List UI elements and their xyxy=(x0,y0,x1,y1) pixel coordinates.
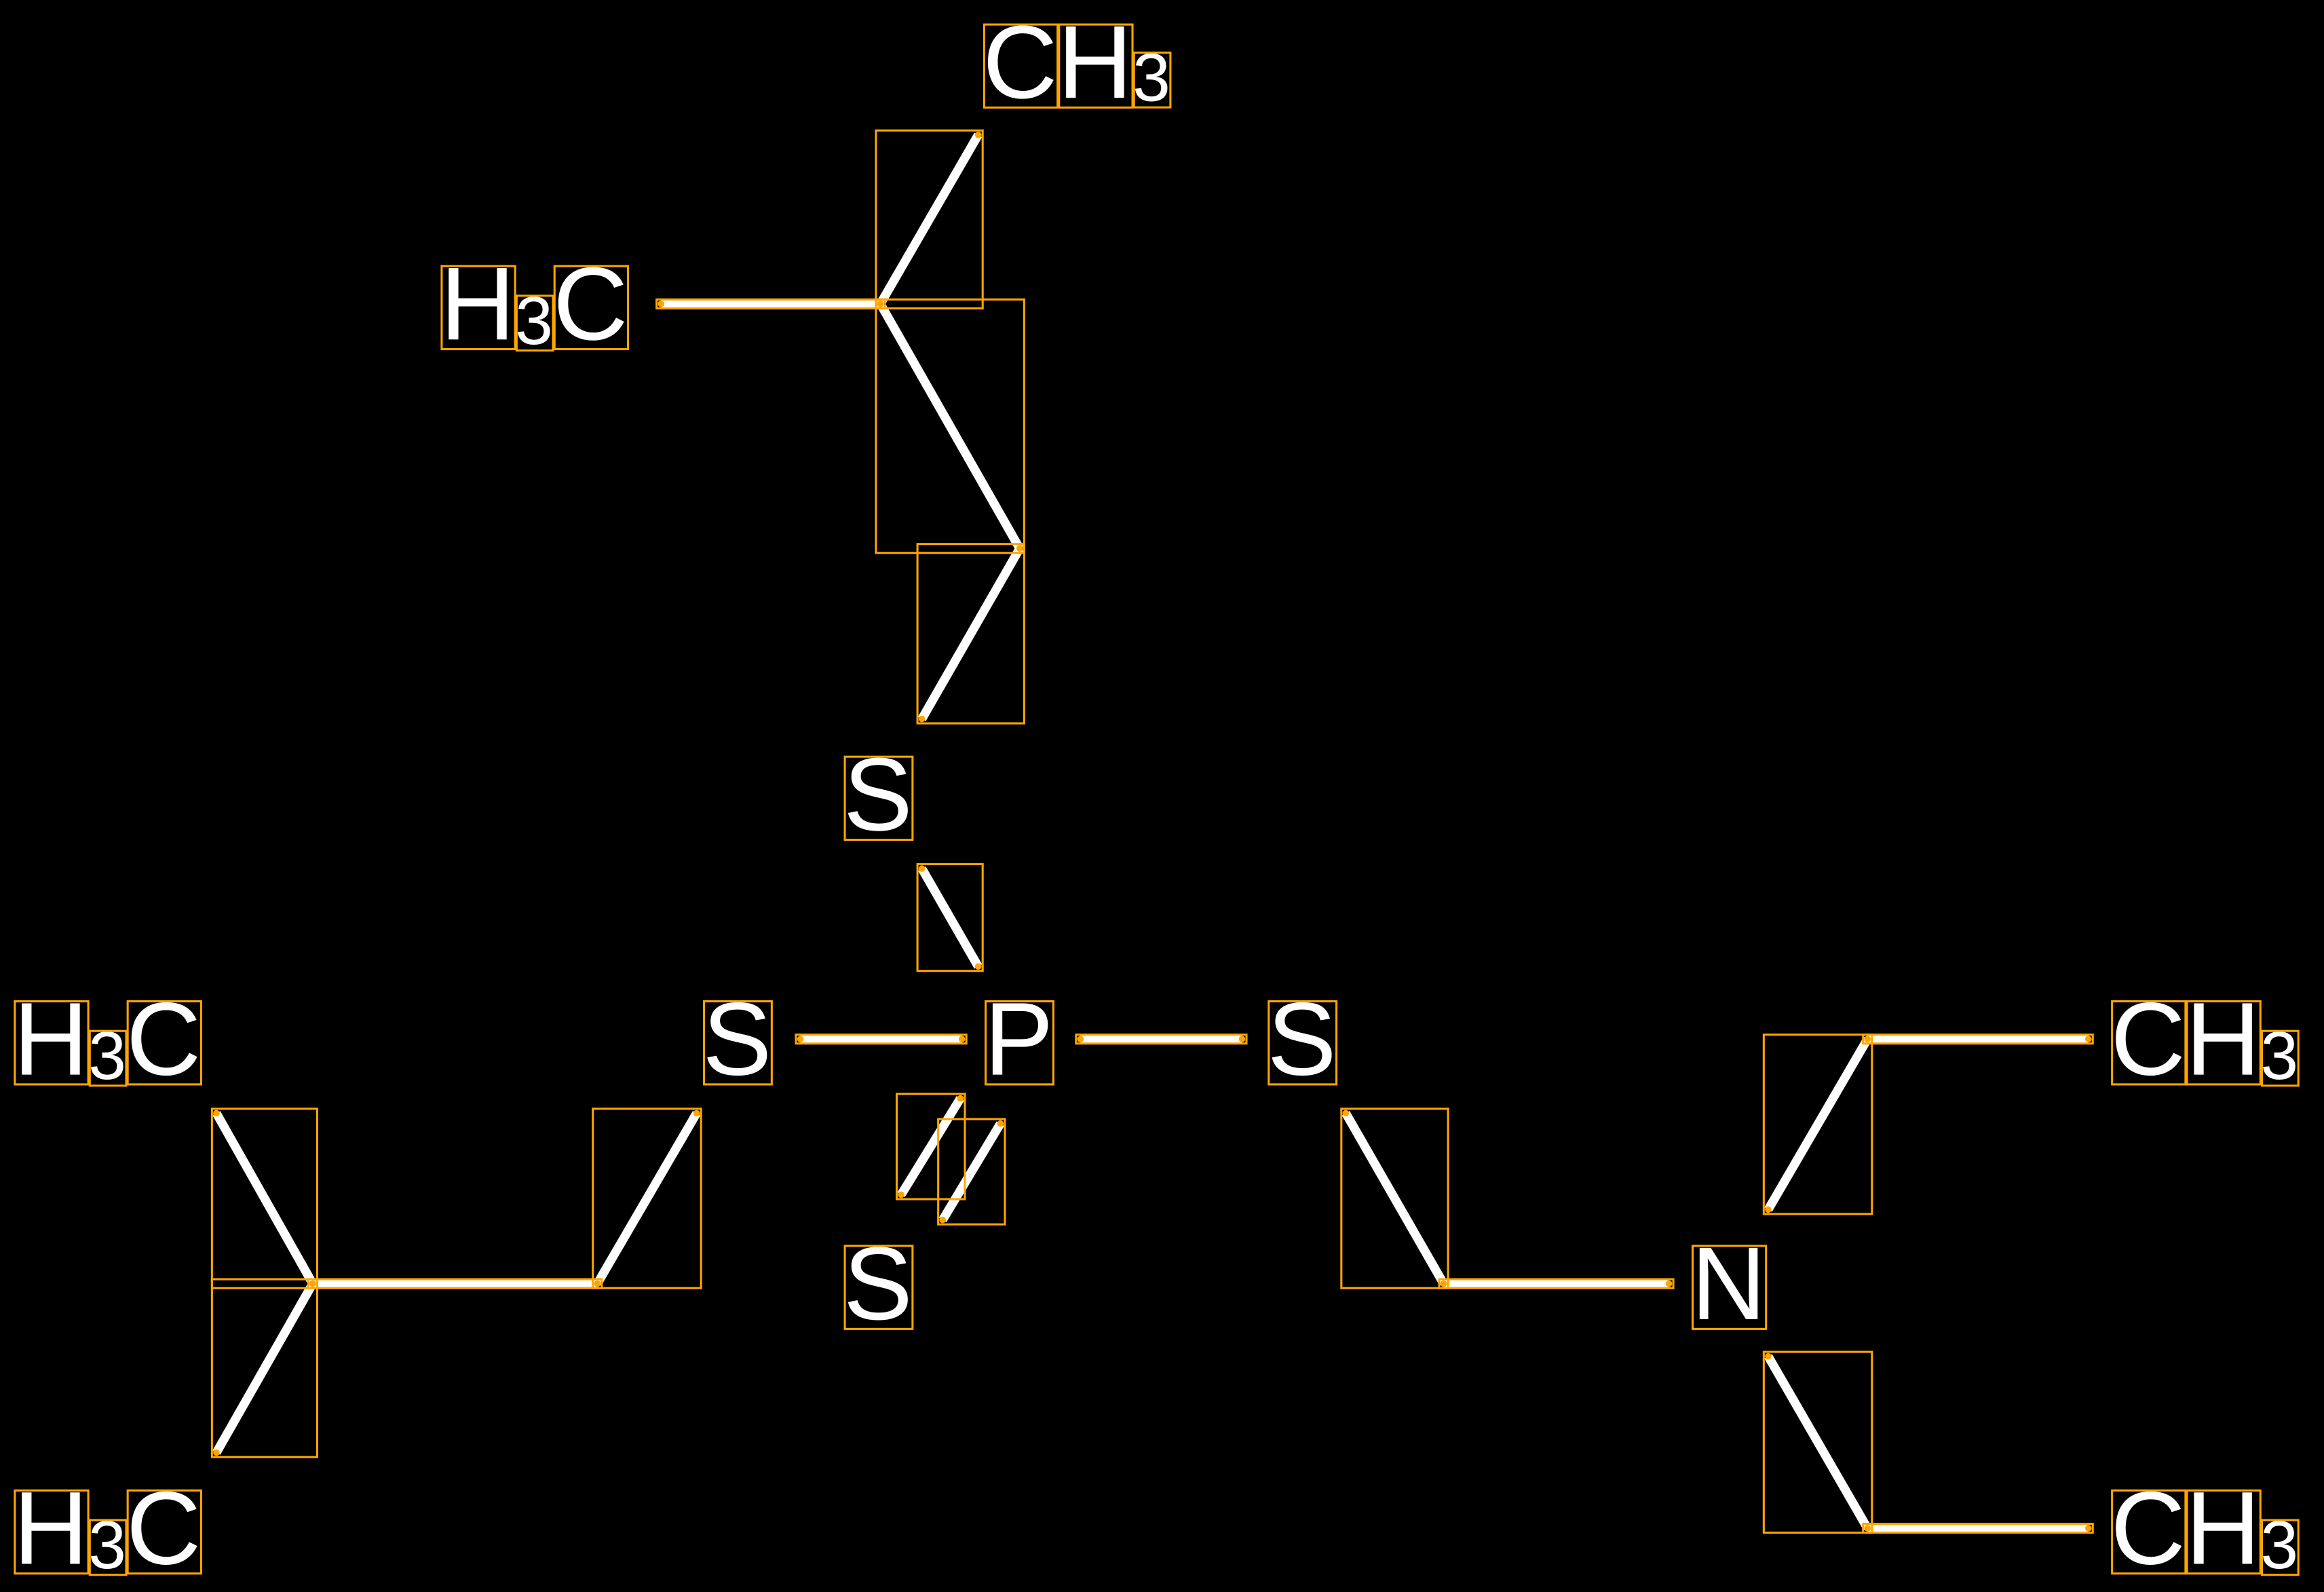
glyph-bounding-box xyxy=(515,295,554,352)
bond-endpoint xyxy=(797,1036,804,1043)
atom-p: P xyxy=(984,982,1053,1097)
bond-endpoint xyxy=(213,1110,220,1117)
bond-bounding-box xyxy=(307,1278,603,1289)
bond-line xyxy=(917,546,1024,721)
glyph-bounding-box xyxy=(703,1000,773,1086)
bond-bounding-box xyxy=(1438,1278,1675,1289)
glyph-bounding-box xyxy=(843,1245,914,1330)
bond-line xyxy=(897,1096,965,1198)
bond-endpoint xyxy=(1665,1280,1673,1287)
bond-endpoint xyxy=(1440,1280,1447,1287)
bond-bounding-box xyxy=(895,1093,966,1200)
bond-endpoint xyxy=(939,1216,947,1224)
bond-endpoint xyxy=(1342,1110,1350,1117)
bond-bounding-box xyxy=(795,1034,968,1045)
bond-endpoint xyxy=(918,715,926,723)
bond-bounding-box xyxy=(875,298,1025,554)
bond-bounding-box xyxy=(1862,1522,2094,1534)
bond-endpoint xyxy=(1077,1036,1084,1043)
glyph-bounding-box xyxy=(126,1489,202,1575)
bond-line xyxy=(1341,1111,1448,1286)
bond-endpoint xyxy=(2084,1036,2092,1043)
bond-endpoint xyxy=(1765,1352,1772,1360)
bond-endpoint xyxy=(213,1449,220,1456)
glyph-bounding-box xyxy=(2260,1029,2300,1087)
glyph-bounding-box xyxy=(440,265,516,351)
bond-line xyxy=(876,132,983,307)
glyph-bounding-box xyxy=(983,23,1059,109)
bond-line xyxy=(1764,1036,1871,1212)
bond-endpoint xyxy=(309,1280,316,1287)
bond-endpoint xyxy=(974,963,982,970)
bond-endpoint xyxy=(898,1191,904,1198)
bond-endpoint xyxy=(658,301,665,307)
glyph-bounding-box xyxy=(2186,1489,2262,1575)
glyph-bounding-box xyxy=(2186,1000,2262,1086)
glyph-bounding-box xyxy=(1691,1245,1768,1330)
atom-s-bottom: S xyxy=(843,1226,913,1342)
glyph-bounding-box xyxy=(2111,1000,2187,1086)
bond-line xyxy=(212,1281,317,1455)
bond-endpoint xyxy=(958,1036,966,1043)
glyph-bounding-box xyxy=(553,265,630,351)
bond-line xyxy=(938,1121,1005,1223)
bond-bounding-box xyxy=(210,1278,318,1458)
bond-bounding-box xyxy=(1862,1034,2094,1045)
glyph-bounding-box xyxy=(843,755,914,841)
bonds xyxy=(212,132,2089,1533)
bond-bounding-box xyxy=(937,1118,1006,1226)
glyph-bounding-box xyxy=(1268,1000,1338,1086)
glyph-bounding-box xyxy=(14,1000,90,1086)
atom-s-top: S xyxy=(843,737,913,852)
bond-bounding-box xyxy=(1340,1107,1449,1289)
bond-bounding-box xyxy=(1762,1350,1873,1534)
bond-endpoint xyxy=(957,1095,964,1102)
bond-line xyxy=(876,301,1024,551)
bond-endpoint xyxy=(997,1120,1004,1127)
glyph-bounding-box xyxy=(2111,1489,2187,1575)
glyph-bounding-box xyxy=(88,1519,128,1576)
bond-endpoint xyxy=(693,1110,700,1117)
glyph-bounding-box xyxy=(88,1029,128,1087)
glyph-bounding-box xyxy=(126,1000,202,1086)
bond-endpoint xyxy=(594,1280,601,1287)
bond-endpoint xyxy=(1765,1206,1772,1213)
bond-line xyxy=(593,1111,701,1286)
bond-bounding-box xyxy=(210,1107,318,1289)
bond-line xyxy=(917,866,983,969)
glyph-bounding-box xyxy=(1058,23,1134,109)
bond-endpoint xyxy=(1864,1036,1871,1043)
glyph-bounding-box xyxy=(14,1489,90,1575)
atom-n: N xyxy=(1691,1226,1766,1342)
annotation-boxes xyxy=(14,23,2300,1576)
bond-bounding-box xyxy=(655,298,886,309)
bond-bounding-box xyxy=(1075,1034,1248,1045)
glyph-bounding-box xyxy=(2260,1519,2300,1576)
bond-endpoint xyxy=(877,301,884,307)
bond-endpoint xyxy=(974,131,982,138)
bond-line xyxy=(1764,1354,1871,1531)
bond-bounding-box xyxy=(916,863,984,972)
atom-s-left: S xyxy=(702,982,772,1097)
bond-endpoint xyxy=(918,865,926,872)
bond-bounding-box xyxy=(875,129,984,309)
bond-bounding-box xyxy=(1762,1034,1873,1215)
bond-bounding-box xyxy=(916,543,1025,725)
bond-bounding-box xyxy=(592,1107,702,1289)
bond-endpoint xyxy=(1864,1525,1871,1532)
bond-endpoint xyxy=(1016,545,1023,552)
glyph-bounding-box xyxy=(985,1000,1054,1086)
bond-line xyxy=(212,1111,317,1286)
glyph-bounding-box xyxy=(1132,52,1172,109)
bond-endpoint xyxy=(1238,1036,1246,1043)
bond-endpoint xyxy=(2084,1525,2092,1532)
atom-s-right: S xyxy=(1268,982,1337,1097)
